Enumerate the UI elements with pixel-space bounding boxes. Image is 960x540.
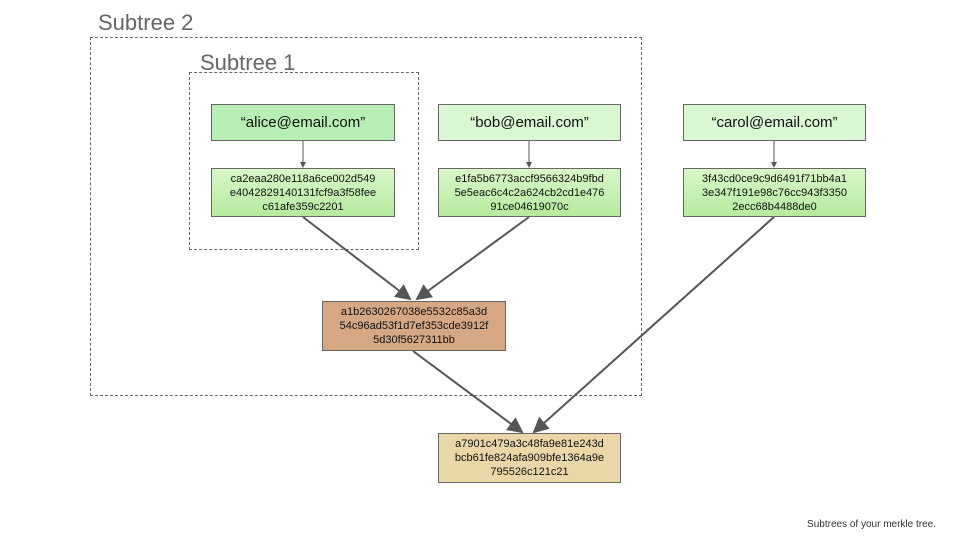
subtree-2-label: Subtree 2	[98, 10, 194, 35]
leaf-carol: “carol@email.com”	[683, 104, 866, 141]
arrow-alice-parent	[302, 216, 412, 301]
arrow-carol-root	[532, 216, 775, 434]
subtree-1-box	[189, 72, 419, 250]
subtree-1-label: Subtree 1	[200, 50, 296, 75]
leaf-alice: “alice@email.com”	[211, 104, 395, 141]
caption: Subtrees of your merkle tree.	[807, 519, 936, 530]
arrow-bob-parent	[415, 216, 530, 301]
hash-alice: ca2eaa280e118a6ce002d549 e4042829140131f…	[211, 168, 395, 217]
hash-bob: e1fa5b6773accf9566324b9fbd 5e5eac6c4c2a6…	[438, 168, 621, 217]
subtree-2-box	[90, 37, 642, 396]
leaf-bob: “bob@email.com”	[438, 104, 621, 141]
arrow-parent-root	[412, 350, 524, 434]
hash-root: a7901c479a3c48fa9e81e243d bcb61fe824afa9…	[438, 433, 621, 483]
hash-carol: 3f43cd0ce9c9d6491f71bb4a1 3e347f191e98c7…	[683, 168, 866, 217]
hash-parent: a1b2630267038e5532c85a3d 54c96ad53f1d7ef…	[322, 301, 506, 351]
